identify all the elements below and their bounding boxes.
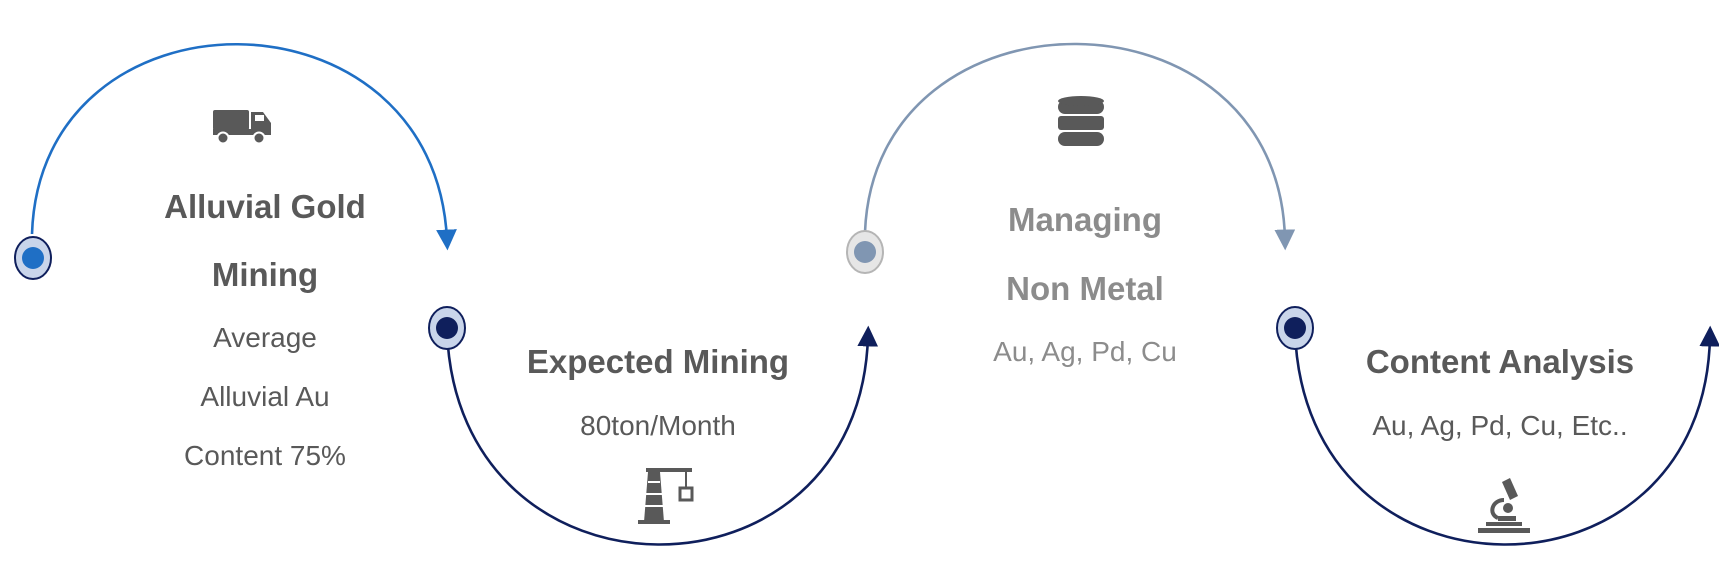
step-node-1 [14,236,52,280]
step-3-title-line-1: Managing [1008,201,1162,238]
step-1-detail-line-2: Alluvial Au [200,381,330,412]
step-1-title-line-1: Alluvial Gold [164,188,366,225]
step-node-2 [428,306,466,350]
step-3-detail: Au, Ag, Pd, Cu [993,336,1177,367]
dump-truck-icon [213,110,271,145]
microscope-icon [1478,478,1530,533]
flow-arc-1 [30,43,457,251]
step-2-title: Expected Mining [526,343,790,380]
step-3-title-line-2: Non Metal [1006,270,1164,307]
step-2-detail: 80ton/Month [580,410,736,441]
flow-arc-2 [445,325,879,546]
database-icon [1058,96,1104,146]
step-4-title: Content Analysis [1365,343,1635,380]
step-node-3 [846,230,884,274]
step-1-detail-line-3: Content 75% [184,440,346,471]
step-1-title-line-2: Mining [211,256,319,293]
step-node-4 [1276,306,1314,350]
step-1-detail-line-1: Average [213,322,317,353]
flow-arc-4 [1293,325,1719,546]
mining-crane-icon [638,468,694,524]
step-4-detail: Au, Ag, Pd, Cu, Etc.. [1372,410,1628,441]
flow-arc-3 [863,42,1296,251]
